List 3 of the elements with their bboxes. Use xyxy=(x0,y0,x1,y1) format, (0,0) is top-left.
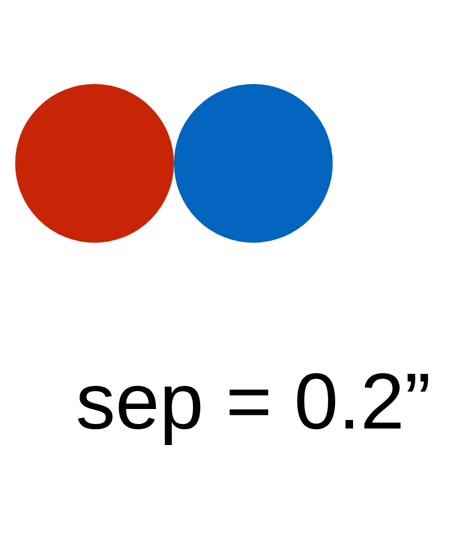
node-circle xyxy=(174,84,333,243)
label: sep = 0.2” xyxy=(76,356,431,446)
node-circle xyxy=(15,84,174,243)
